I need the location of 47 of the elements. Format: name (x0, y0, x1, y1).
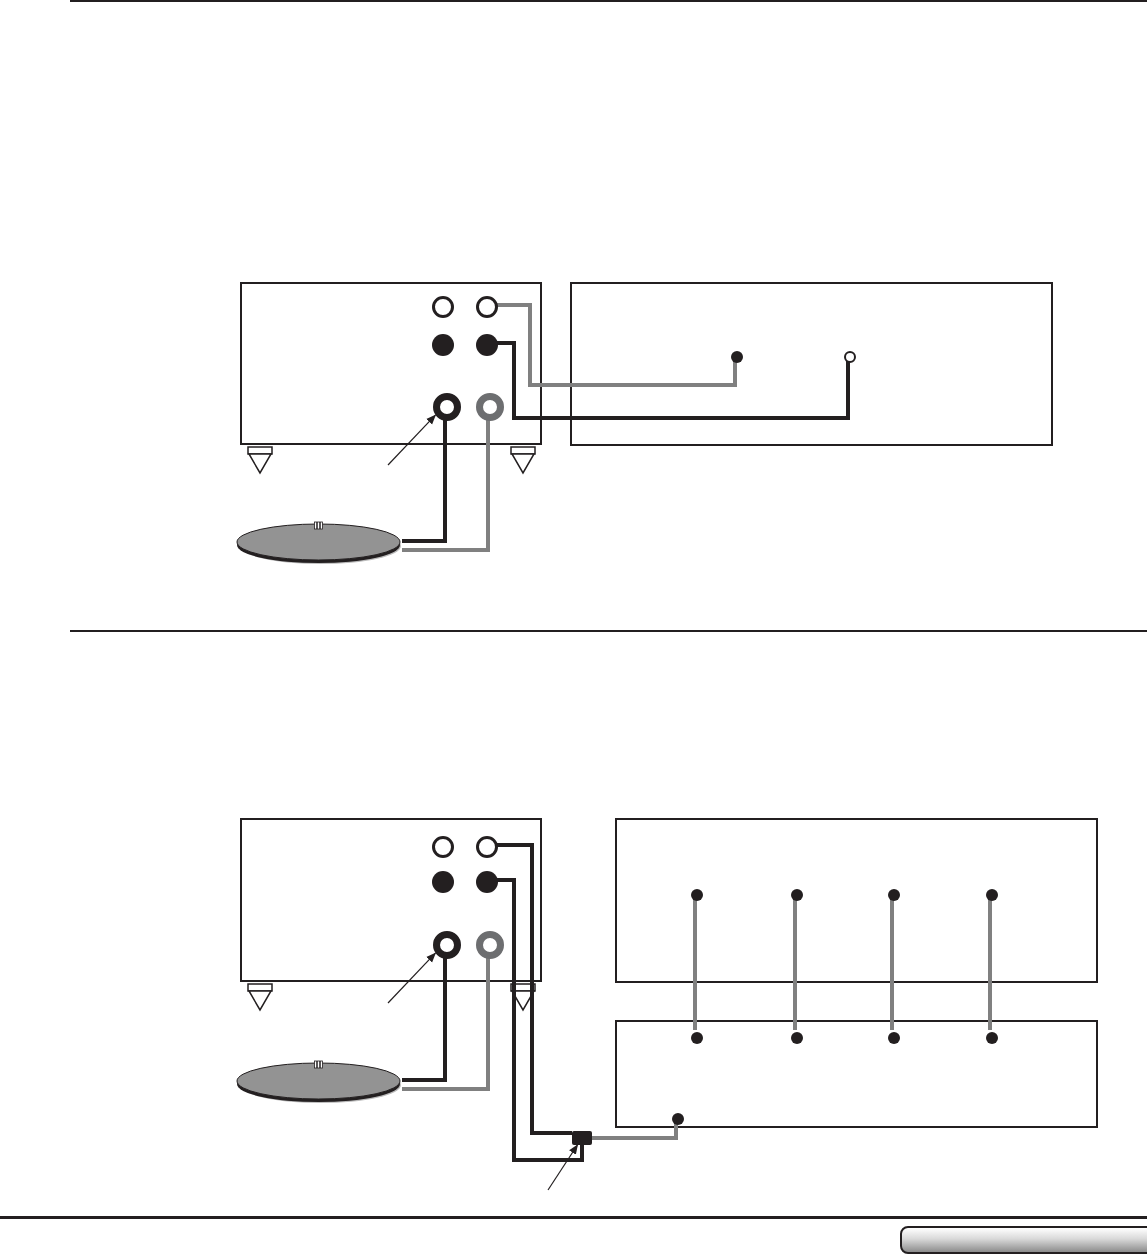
input-jack (433, 393, 461, 421)
cable (496, 843, 572, 1135)
cable (693, 899, 697, 1030)
output-jack (476, 871, 498, 893)
output-jack (432, 296, 454, 318)
equipment-box (615, 818, 1098, 983)
plug-connector (572, 1131, 592, 1145)
terminal-post (844, 351, 856, 363)
cable (988, 899, 992, 1030)
leader-line (387, 952, 437, 1004)
output-jack (432, 334, 454, 356)
output-jack (432, 836, 454, 858)
terminal-post (986, 889, 998, 901)
cable (890, 899, 894, 1030)
leader-line (387, 414, 437, 466)
equipment-box (570, 282, 1053, 446)
terminal-post (888, 1032, 900, 1044)
output-jack (476, 334, 498, 356)
terminal-post (986, 1032, 998, 1044)
equipment-box (240, 818, 542, 982)
terminal-post (691, 1032, 703, 1044)
cable (496, 303, 737, 387)
input-jack (433, 931, 461, 959)
equipment-box (240, 282, 542, 445)
terminal-post (731, 351, 743, 363)
leader-line (547, 1144, 578, 1191)
output-jack (432, 871, 454, 893)
terminal-post (791, 889, 803, 901)
output-jack (476, 296, 498, 318)
terminal-post (888, 889, 900, 901)
cable (402, 419, 490, 552)
equipment-box (615, 1020, 1098, 1128)
cable (496, 878, 584, 1162)
terminal-post (672, 1113, 684, 1125)
input-jack (476, 393, 504, 421)
turntable-drawing (235, 520, 402, 564)
terminal-post (791, 1032, 803, 1044)
output-jack (476, 836, 498, 858)
terminal-post (691, 889, 703, 901)
cable (496, 341, 850, 420)
turntable-drawing (235, 1059, 402, 1103)
input-jack (476, 931, 504, 959)
cable (402, 957, 490, 1091)
cable (793, 899, 797, 1030)
cable (402, 419, 447, 543)
cable (592, 1123, 678, 1140)
cable (402, 957, 447, 1082)
